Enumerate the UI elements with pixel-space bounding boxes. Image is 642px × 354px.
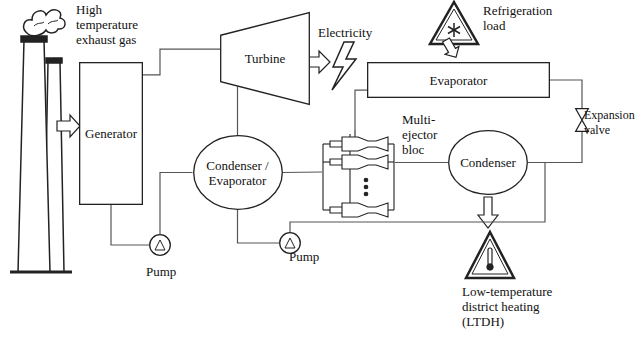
heat-out-arrow: [478, 197, 498, 228]
refrigeration-icon: [430, 2, 478, 44]
outside-label: Expansion valve: [584, 108, 638, 138]
expansion-valve: Expansion valve: [575, 108, 589, 132]
cold-arrow: [439, 36, 463, 61]
pipe-connector: [111, 205, 149, 245]
generator-box: Generator: [79, 62, 143, 205]
refrigeration-label: Refrigeration load: [483, 3, 563, 33]
pipe-connector: [528, 132, 582, 163]
heating-icon: [466, 232, 514, 278]
outside-label: Multi-ejector bloc: [402, 112, 448, 157]
evaporator-box: Evaporator: [367, 62, 550, 98]
district-heating-label: Low-temperature district heating (LTDH): [462, 284, 574, 329]
outside-label: Pump: [146, 264, 176, 279]
pipe-connector: [283, 171, 323, 173]
exhaust-label: High temperature exhaust gas: [76, 2, 148, 47]
pipe-connector: [160, 173, 193, 235]
electricity-label: Electricity: [318, 25, 372, 40]
ejector-bloc: Multi-ejector bloc: [322, 130, 395, 220]
node-label: Condenser / Evaporator: [201, 158, 275, 188]
pipe-connector: [237, 86, 238, 135]
pipe-connector: [355, 90, 367, 130]
pump-symbol: Pump: [149, 234, 171, 256]
condenser-evaporator: Condenser / Evaporator: [193, 135, 283, 210]
pipe-connector: [550, 80, 582, 108]
heat-arrow: [57, 115, 80, 137]
ejector-bloc-outline: [322, 130, 395, 220]
pipe-connector: [395, 162, 448, 163]
chimney: [10, 10, 72, 272]
outside-label: Pump: [289, 249, 319, 264]
node-label: Turbine: [245, 51, 286, 66]
node-label: Generator: [85, 126, 137, 141]
node-label: Evaporator: [430, 73, 488, 88]
node-label: Condenser: [460, 155, 516, 170]
pump-symbol: Pump: [279, 232, 301, 254]
pipe-connector: [143, 49, 220, 75]
pipe-connector: [238, 210, 280, 243]
turbine-symbol: Turbine: [220, 12, 310, 105]
pump-symbol-outline: [149, 234, 171, 256]
condenser-ellipse: Condenser: [448, 130, 528, 195]
lightning-symbol: [332, 42, 356, 90]
